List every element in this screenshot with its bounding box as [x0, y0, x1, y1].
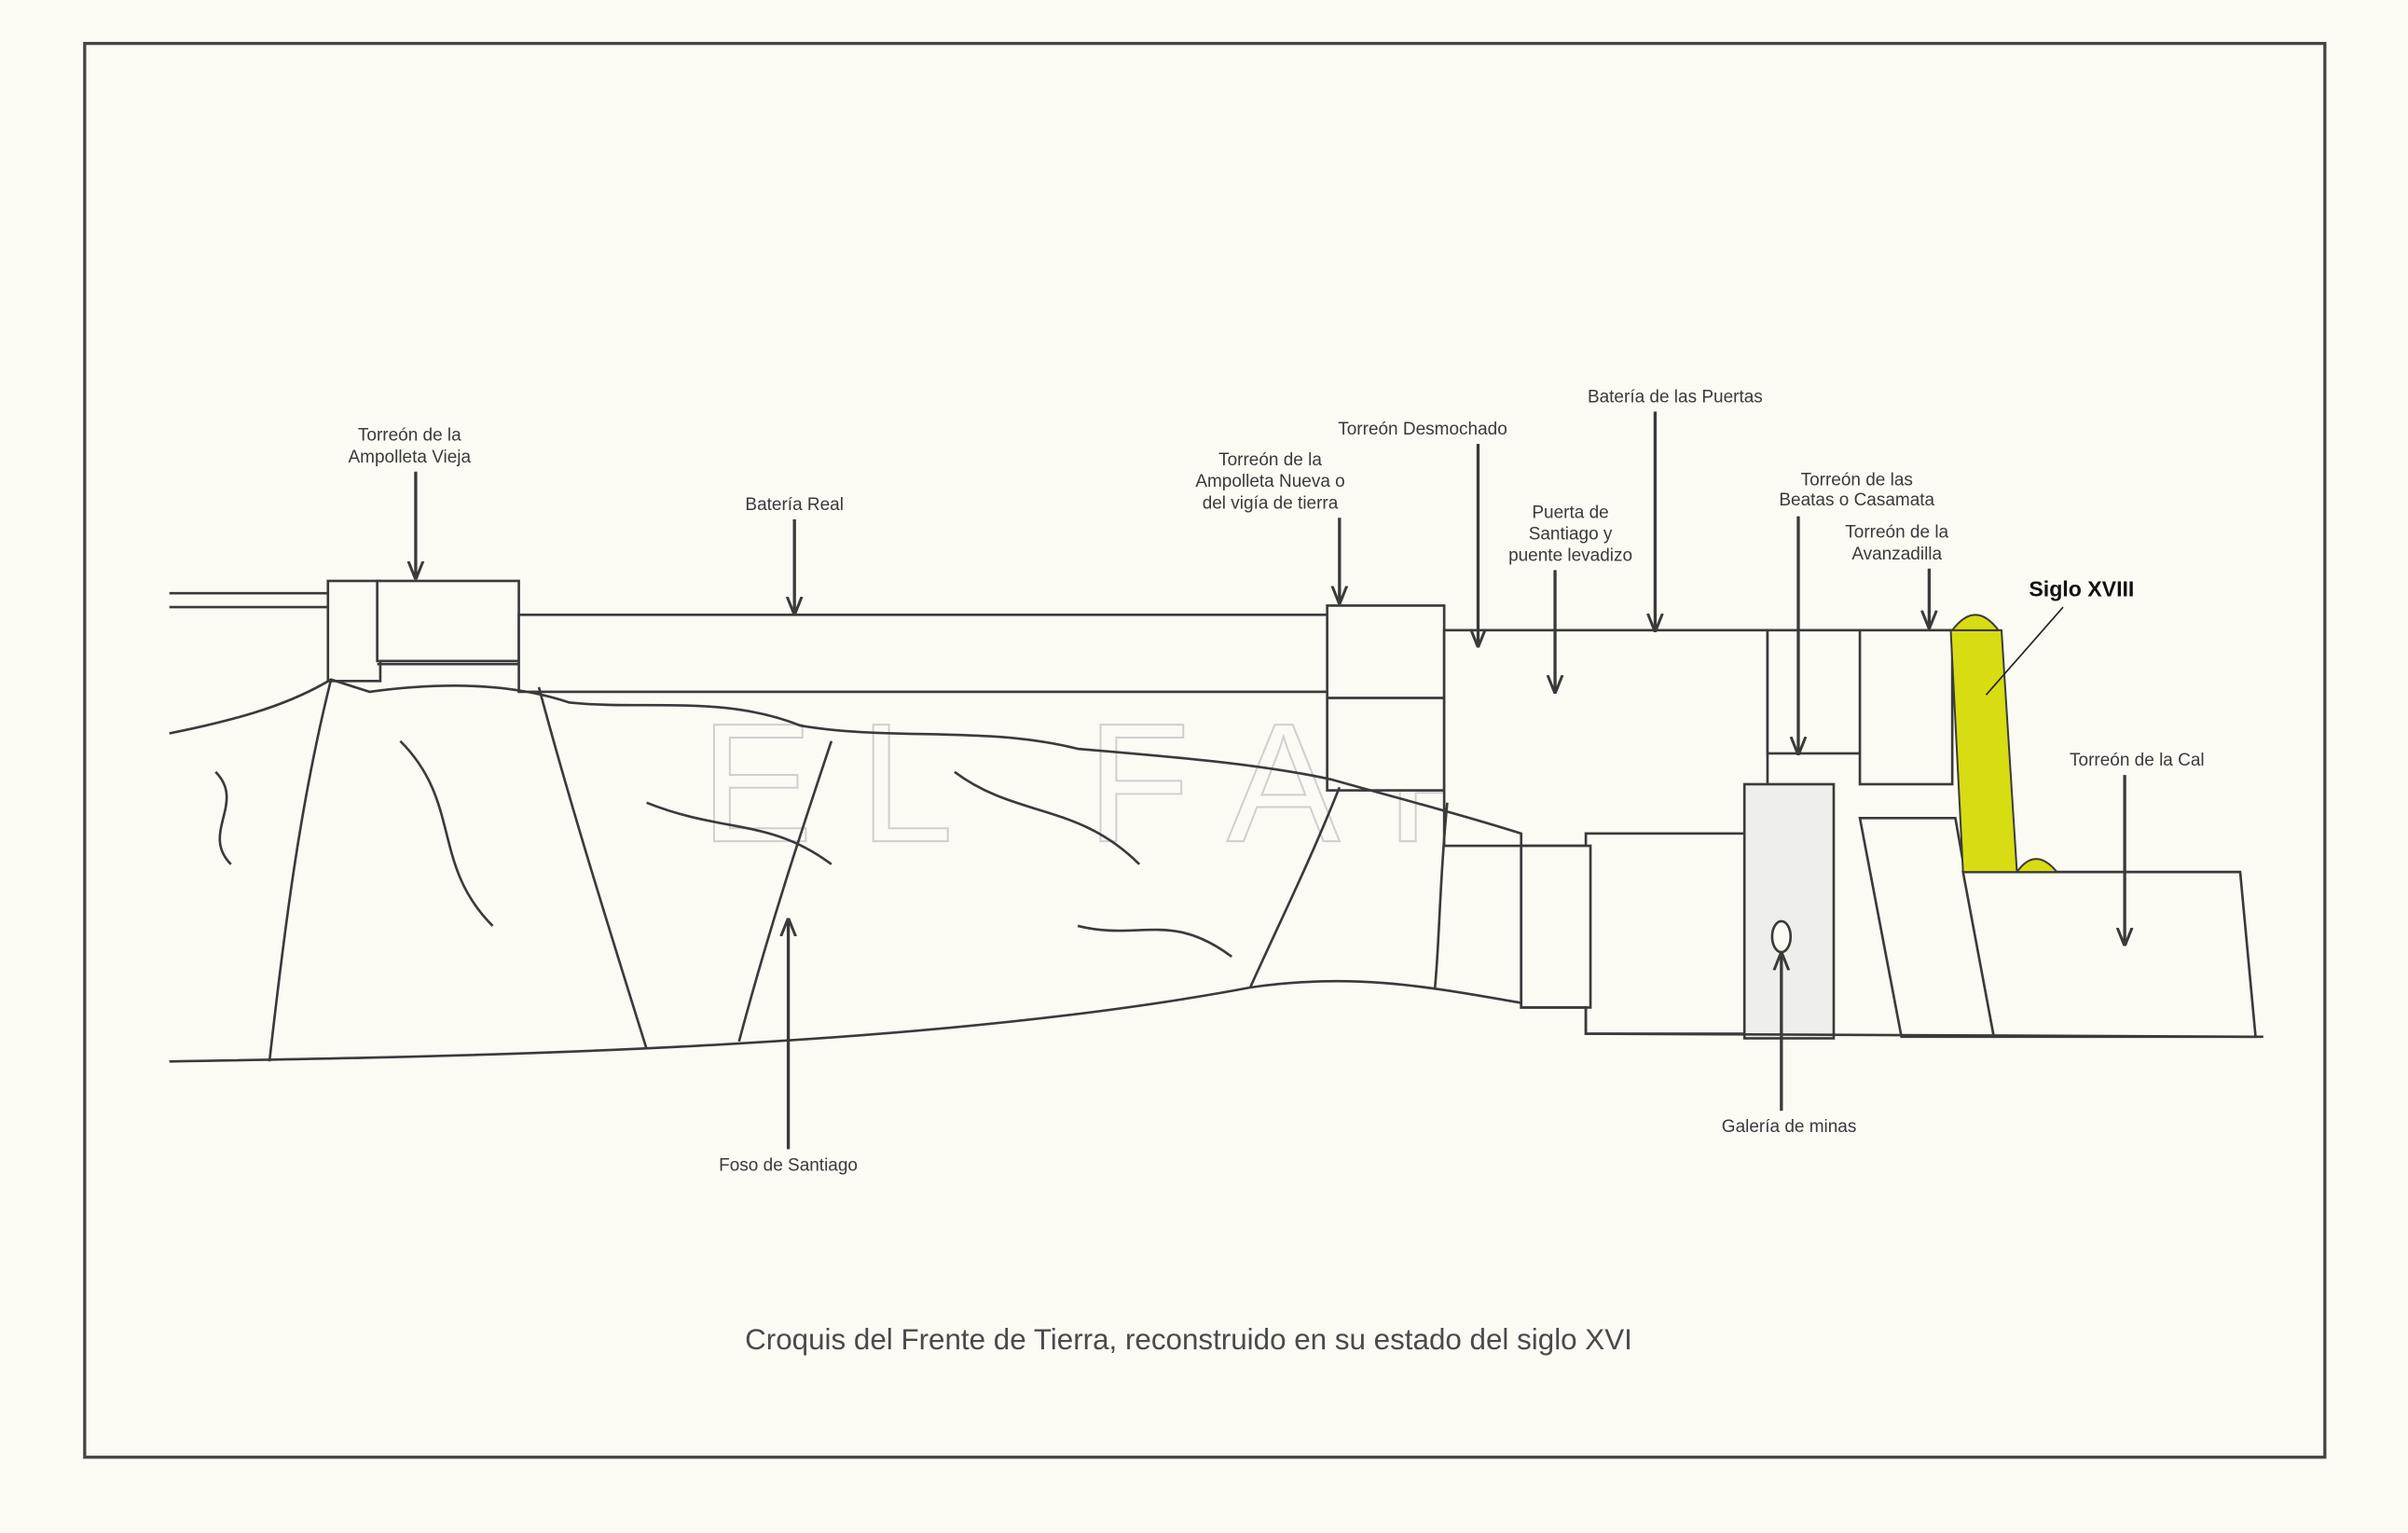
siglo-xviii-tower [1949, 628, 2018, 874]
label-torreon-desmochado: Torreón Desmochado [1338, 420, 1507, 439]
galeria-tower [1742, 782, 1836, 1040]
frame-border [83, 41, 2327, 1459]
fortress-drawing [169, 579, 2264, 1063]
label-torreon-cal: Torreón de la Cal [2070, 751, 2205, 770]
label-foso-santiago: Foso de Santiago [719, 1156, 858, 1176]
label-bateria-real: Batería Real [745, 495, 844, 515]
label-siglo-xviii: Siglo XVIII [2029, 577, 2134, 601]
caption: Croquis del Frente de Tierra, reconstrui… [745, 1323, 1632, 1356]
label-bateria-puertas: Batería de las Puertas [1588, 387, 1763, 407]
label-galeria-minas: Galería de minas [1722, 1117, 1857, 1137]
label-arrows [416, 411, 2125, 1150]
